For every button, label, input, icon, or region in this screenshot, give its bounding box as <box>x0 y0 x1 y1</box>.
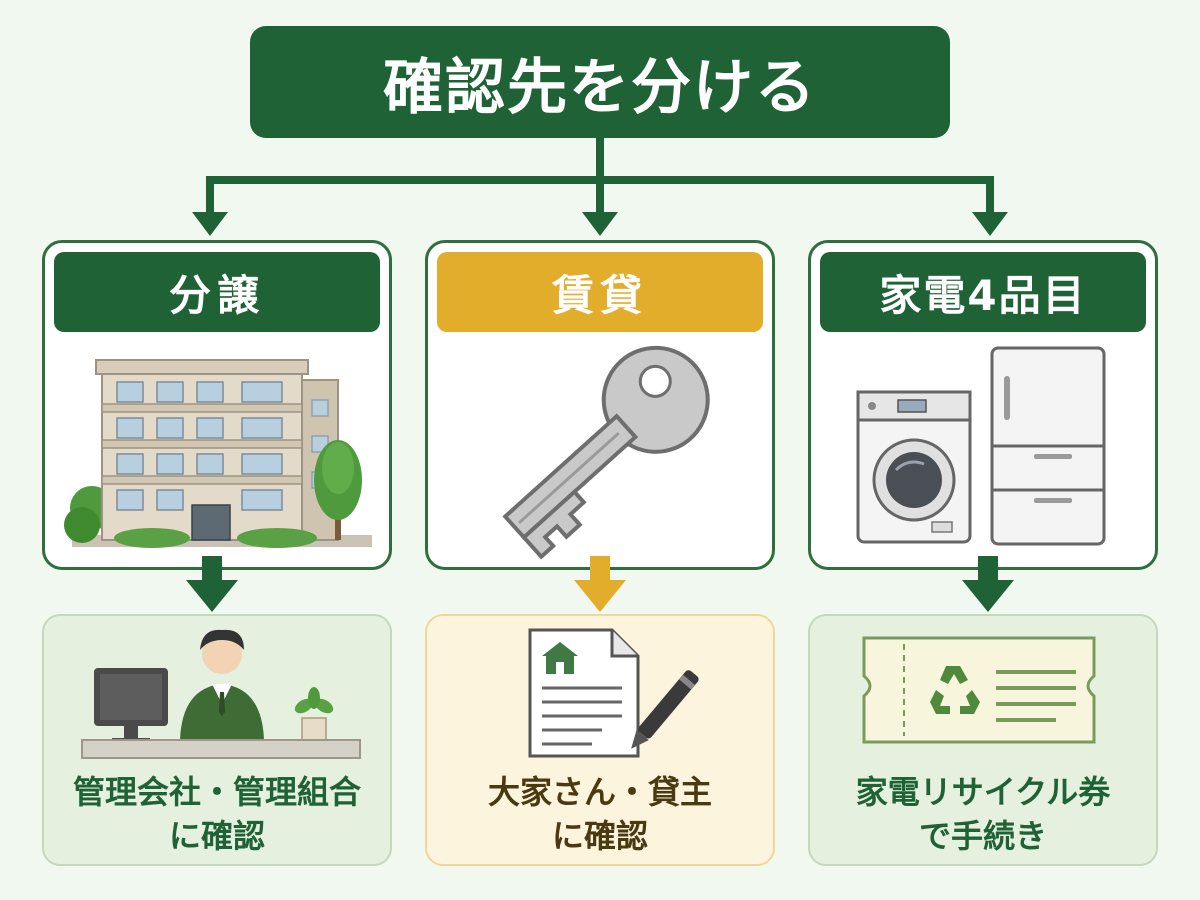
down-arrow-bunjo <box>186 556 238 612</box>
category-header-kaden: 家電4品目 <box>820 252 1146 332</box>
result-line-1: 管理会社・管理組合 <box>72 773 361 811</box>
down-arrow-kaden <box>962 556 1014 612</box>
category-label: 分譲 <box>168 270 265 320</box>
office-staff-at-desk-icon <box>81 629 361 759</box>
category-label: 賃貸 <box>551 270 648 320</box>
key-icon <box>502 345 710 560</box>
category-header-chintai: 賃貸 <box>437 252 763 332</box>
result-text-kaden: 家電リサイクル券 で手続き <box>808 770 1158 860</box>
recycle-ticket-icon <box>862 636 1096 744</box>
category-label: 家電4品目 <box>879 270 1087 320</box>
result-line-2: で手続き <box>918 817 1047 855</box>
branch-connector <box>192 138 1008 236</box>
down-arrow-chintai <box>574 556 626 612</box>
apartment-building-icon <box>64 359 372 548</box>
title-box: 確認先を分ける <box>250 26 950 138</box>
result-text-chintai: 大家さん・貸主 に確認 <box>425 770 775 860</box>
washing-machine-and-refrigerator-icon <box>856 346 1106 546</box>
result-line-1: 大家さん・貸主 <box>487 773 712 811</box>
result-text-bunjo: 管理会社・管理組合 に確認 <box>42 770 392 860</box>
diagram-title: 確認先を分ける <box>383 52 817 123</box>
result-line-2: に確認 <box>551 817 648 855</box>
category-header-bunjo: 分譲 <box>54 252 380 332</box>
result-line-1: 家電リサイクル券 <box>855 773 1111 811</box>
result-line-2: に確認 <box>168 817 265 855</box>
contract-document-with-pen-icon <box>528 628 699 758</box>
